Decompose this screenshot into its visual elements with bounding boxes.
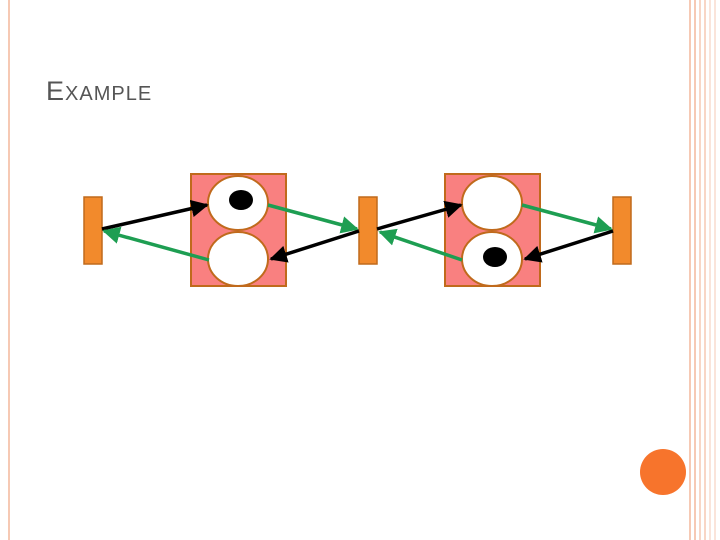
place-p3: [461, 175, 523, 231]
arc-t2-p2: [269, 229, 360, 263]
slide-title-rest: XAMPLE: [65, 83, 153, 105]
place-p2: [207, 231, 269, 287]
transition-t3: [612, 196, 632, 265]
slide-title: EXAMPLE: [46, 76, 152, 107]
slide-title-first-letter: E: [46, 76, 66, 106]
slide-frame-left: [8, 0, 680, 540]
token-p1: [229, 190, 253, 210]
arc-t1-p1: [101, 199, 209, 231]
arc-p3-t3: [521, 203, 613, 234]
token-p4: [483, 247, 507, 267]
transition-t1: [83, 196, 103, 265]
arc-t3-p4: [523, 229, 614, 263]
arc-t2-p3: [376, 200, 463, 231]
corner-decoration-dot: [640, 449, 686, 495]
arc-p4-t2: [378, 228, 463, 262]
transition-t2: [358, 196, 378, 265]
arc-p1-t2: [267, 203, 359, 234]
arc-p2-t1: [102, 226, 210, 262]
